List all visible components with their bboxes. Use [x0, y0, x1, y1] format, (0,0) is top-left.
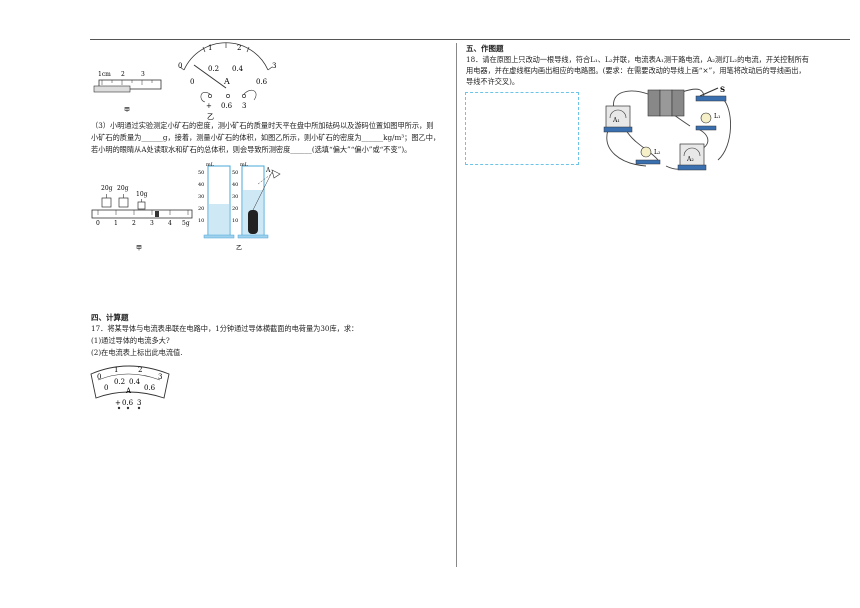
ammeter-caption: 乙 [207, 113, 214, 121]
ore-stone [248, 210, 258, 234]
svg-text:3: 3 [242, 102, 246, 110]
q18-line-3: 导线不许交叉)。 [466, 77, 520, 86]
circuit-figure: A₁ S L₁ L₂ A₂ [603, 85, 731, 171]
svg-text:4: 4 [168, 220, 172, 227]
ruler-tick-3: 3 [141, 71, 145, 78]
q18-line-1: 18．请在原图上只改动一根导线，符合L₁、L₂并联，电流表A₁测干路电流，A₂测… [466, 55, 809, 64]
point-a-label: A [265, 167, 271, 174]
label-l1: L₁ [714, 113, 720, 120]
svg-text:20g: 20g [101, 185, 113, 192]
svg-text:mL: mL [206, 162, 215, 168]
svg-text:0.6: 0.6 [122, 399, 134, 407]
svg-text:0.2: 0.2 [114, 378, 125, 386]
svg-text:2: 2 [138, 366, 142, 374]
lamp-l2 [640, 146, 652, 158]
balance-caption: 甲 [136, 245, 142, 252]
battery-cell-3 [671, 89, 685, 117]
ammeter-top: 0 1 2 3 0 0.2 0.4 0.6 A + 0.6 3 乙 [178, 42, 276, 121]
ammeter-needle [193, 64, 227, 89]
svg-text:40: 40 [232, 182, 238, 188]
eye-icon [271, 169, 281, 179]
svg-text:0: 0 [104, 384, 108, 392]
cylinders-caption: 乙 [236, 245, 242, 252]
svg-text:0.6: 0.6 [144, 384, 156, 392]
cylinders-figure: mL mL A 50 40 30 20 10 50 40 30 20 10 乙 [198, 162, 281, 252]
svg-text:2: 2 [132, 220, 136, 227]
svg-text:1: 1 [114, 220, 118, 227]
switch-base [695, 95, 727, 102]
svg-text:30: 30 [232, 194, 238, 200]
svg-text:2: 2 [237, 44, 241, 52]
svg-text:0.2: 0.2 [208, 65, 219, 73]
svg-text:10: 10 [198, 218, 204, 224]
section-5-heading: 五、作图题 [466, 44, 504, 53]
svg-text:20: 20 [198, 206, 204, 212]
svg-text:30: 30 [198, 194, 204, 200]
svg-text:mL: mL [240, 162, 249, 168]
q17-sub-2: (2)在电流表上标出此电流值. [91, 348, 183, 357]
svg-text:3: 3 [158, 373, 162, 381]
measured-object [93, 85, 131, 93]
weight-20g-b [118, 197, 129, 208]
svg-text:20g: 20g [117, 185, 129, 192]
battery-cell-2 [659, 89, 673, 117]
svg-text:1: 1 [114, 366, 118, 374]
q17-text: 17．将某导体与电流表串联在电路中，1分钟通过导体横截面的电荷量为30库，求： [91, 324, 359, 333]
svg-text:20: 20 [232, 206, 238, 212]
svg-text:3: 3 [272, 62, 276, 70]
svg-text:+: + [115, 399, 121, 407]
top-rule [90, 39, 850, 40]
svg-text:0: 0 [96, 220, 100, 227]
svg-text:10g: 10g [136, 191, 148, 198]
ammeter-bottom: 0 1 2 3 0 0.2 0.4 0.6 A + 0.6 3 [90, 365, 170, 410]
ruler-tick-2: 2 [121, 71, 125, 78]
svg-text:0.4: 0.4 [232, 65, 244, 73]
column-divider [456, 43, 457, 567]
svg-text:0.6: 0.6 [256, 78, 268, 86]
battery-cell-1 [647, 89, 661, 117]
q3-line-1: （3）小明通过实验测定小矿石的密度，测小矿石的质量时天平在盘中所加砝码以及游码位… [91, 121, 434, 130]
q3-line-3: 若小明的眼睛从A处读取水和矿石的总体积，则会导致所测密度______(选填“偏大… [91, 145, 412, 154]
ruler-caption: 甲 [124, 107, 130, 112]
svg-text:40: 40 [198, 182, 204, 188]
svg-text:0: 0 [178, 62, 182, 70]
svg-text:1: 1 [208, 44, 212, 52]
ammeter-bottom-symbol: A [125, 387, 132, 395]
ruler-figure: 1cm 2 3 甲 [93, 71, 162, 112]
svg-text:0.6: 0.6 [221, 102, 233, 110]
switch-lever [699, 87, 719, 97]
label-a2: A₂ [686, 156, 694, 163]
ammeter-symbol: A [223, 77, 230, 86]
q3-line-2: 小矿石的质量为______g，接着，测量小矿石的体积，如图乙所示，则小矿石的密度… [91, 133, 441, 142]
lamp-l1 [700, 112, 712, 124]
thread [252, 171, 273, 211]
label-l2: L₂ [654, 149, 661, 156]
weight-20g-a [101, 197, 112, 208]
svg-text:5g: 5g [182, 220, 190, 227]
svg-text:10: 10 [232, 218, 238, 224]
q18-line-2: 用电器，并在虚线框内画出相应的电路图。(要求：在需要改动的导线上画“×”，用笔将… [466, 66, 806, 75]
svg-text:50: 50 [232, 170, 238, 176]
balance-figure: 20g 20g 10g 0 1 2 3 4 5g 甲 [91, 185, 193, 252]
svg-text:0: 0 [97, 373, 101, 381]
weight-10g [137, 201, 146, 210]
section-4-heading: 四、计算题 [91, 313, 129, 322]
answer-dashed-box[interactable] [465, 92, 579, 165]
ruler-unit: 1cm [98, 71, 111, 78]
q17-sub-1: (1)通过导体的电流多大? [91, 336, 170, 345]
rider [155, 211, 159, 217]
svg-text:0.4: 0.4 [129, 378, 141, 386]
svg-text:+: + [206, 102, 212, 110]
svg-text:3: 3 [150, 220, 154, 227]
svg-text:0: 0 [190, 78, 194, 86]
label-a1: A₁ [612, 117, 620, 124]
label-s: S [720, 85, 725, 94]
svg-text:50: 50 [198, 170, 204, 176]
svg-text:3: 3 [137, 399, 141, 407]
